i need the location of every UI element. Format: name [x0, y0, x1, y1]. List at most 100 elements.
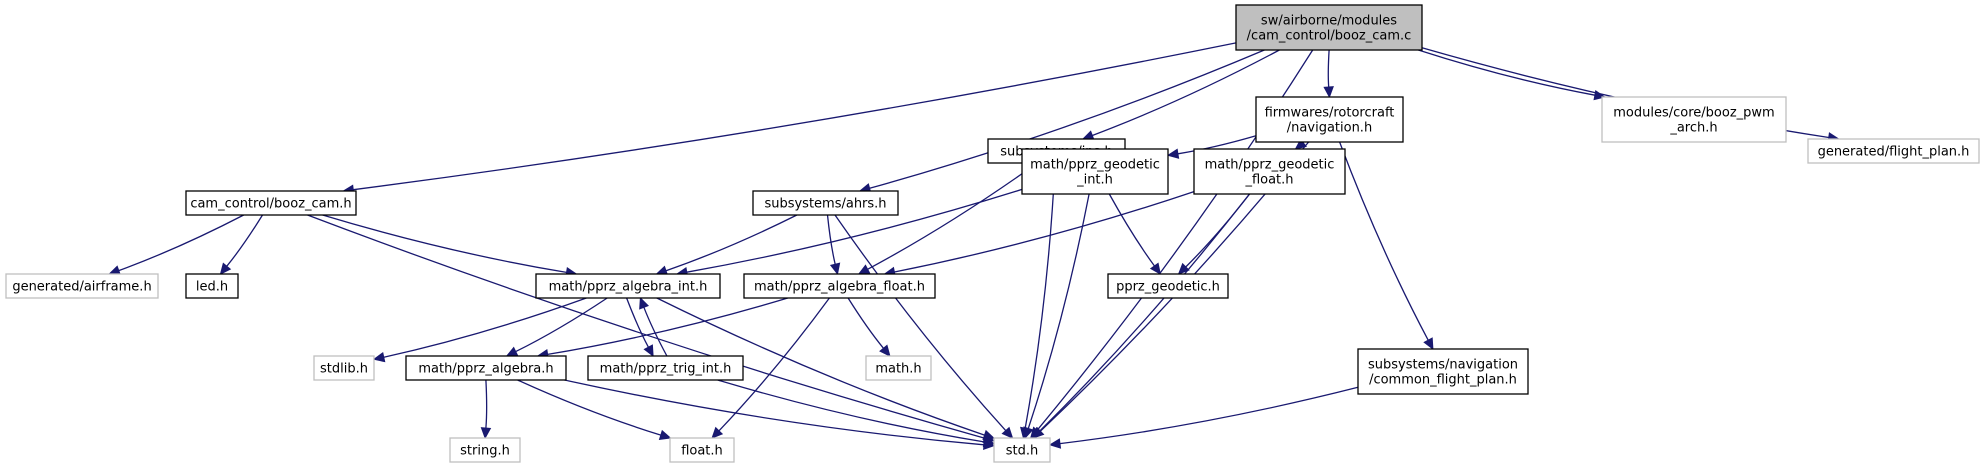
node-box	[405, 355, 567, 381]
node-label: math/pprz_algebra_float.h	[754, 280, 925, 295]
node-box	[743, 273, 936, 299]
node-box	[535, 273, 721, 299]
arrowhead-icon	[505, 346, 519, 357]
node-box	[669, 437, 735, 463]
edge-pprz_algebra_h-to-string_h	[480, 379, 492, 440]
node-pprz-geodetic-h[interactable]: pprz_geodetic.h	[1107, 273, 1229, 299]
edge-line	[1024, 162, 1056, 429]
node-label: modules/core/booz_pwm	[1613, 106, 1774, 121]
node-label: math/pprz_trig_int.h	[600, 362, 732, 377]
arrowhead-icon	[1323, 86, 1334, 99]
edge-line	[383, 297, 587, 358]
edge-line	[1327, 49, 1330, 88]
node-box	[1255, 96, 1404, 143]
node-booz-cam-c[interactable]: sw/airborne/modules/cam_control/booz_cam…	[1235, 4, 1423, 51]
arrowhead-icon	[639, 296, 649, 310]
node-common-flight-plan-h[interactable]: subsystems/navigation/common_flight_plan…	[1357, 348, 1529, 395]
edge-ahrs_h-to-std_h	[834, 214, 1014, 439]
arrowhead-icon	[1294, 138, 1307, 150]
node-label: subsystems/ahrs.h	[764, 197, 886, 212]
node-ahrs-h[interactable]: subsystems/ahrs.h	[752, 190, 899, 216]
edge-line	[1338, 141, 1429, 341]
edge-line	[643, 307, 668, 357]
edge-line	[717, 379, 985, 443]
edge-navigation_h-to-pprz_geodetic_int_h	[1166, 135, 1257, 159]
node-box	[1601, 96, 1787, 143]
edge-line	[517, 379, 661, 436]
node-box	[752, 190, 899, 216]
edge-line	[515, 297, 608, 353]
node-box	[587, 355, 744, 381]
node-box	[1807, 138, 1980, 164]
arrowhead-icon	[1031, 426, 1044, 439]
edge-booz_cam_h-to-led_h	[219, 214, 264, 275]
node-pprz-trig-int-h[interactable]: math/pprz_trig_int.h	[587, 355, 744, 381]
node-label: firmwares/rotorcraft	[1265, 106, 1395, 121]
node-label: math/pprz_algebra.h	[418, 362, 553, 377]
node-math-h: math.h	[865, 355, 932, 381]
edge-line	[1039, 193, 1251, 432]
arrowhead-icon	[372, 351, 386, 363]
edge-line	[625, 297, 649, 348]
edge-pprz_algebra_float_h-to-math_h	[847, 297, 891, 357]
arrowhead-icon	[219, 262, 232, 275]
edge-navigation_h-to-common_flight_plan_h	[1338, 141, 1434, 351]
node-label: cam_control/booz_cam.h	[190, 197, 351, 212]
node-pprz-algebra-float-h[interactable]: math/pprz_algebra_float.h	[743, 273, 936, 299]
node-box	[5, 273, 159, 299]
node-pprz-geodetic-int-h[interactable]: math/pprz_geodetic_int.h	[1021, 148, 1169, 195]
edge-line	[1177, 135, 1257, 155]
edge-line	[847, 297, 885, 349]
edge-pprz_algebra_float_h-to-float_h	[711, 297, 830, 439]
node-label: subsystems/navigation	[1368, 358, 1518, 373]
edge-common_flight_plan_h-to-std_h	[1048, 386, 1359, 449]
node-box	[1193, 148, 1346, 195]
node-booz-cam-h[interactable]: cam_control/booz_cam.h	[185, 190, 357, 216]
arrowhead-icon	[1023, 426, 1034, 440]
edge-line	[1108, 193, 1155, 267]
node-led-h[interactable]: led.h	[185, 273, 239, 299]
edge-line	[826, 214, 836, 265]
edge-line	[834, 214, 1007, 432]
node-box	[449, 437, 521, 463]
node-label: math/pprz_algebra_int.h	[549, 280, 708, 295]
edge-line	[1418, 49, 1596, 96]
arrowhead-icon	[879, 344, 891, 357]
edge-line	[867, 162, 1038, 270]
node-box	[313, 355, 375, 381]
node-pprz-geodetic-float-h[interactable]: math/pprz_geodetic_float.h	[1193, 148, 1346, 195]
edge-line	[564, 379, 985, 446]
edge-pprz_trig_int_h-to-pprz_algebra_int_h	[639, 296, 668, 357]
edge-line	[307, 214, 985, 439]
edge-ins_h-to-pprz_algebra_float_h	[857, 162, 1038, 275]
arrowhead-icon	[1177, 262, 1190, 275]
edge-pprz_algebra_int_h-to-pprz_trig_int_h	[625, 297, 654, 358]
node-pprz-algebra-int-h[interactable]: math/pprz_algebra_int.h	[535, 273, 721, 299]
edge-line	[1092, 49, 1280, 137]
edge-pprz_algebra_int_h-to-pprz_algebra_h	[505, 297, 608, 357]
arrowhead-icon	[1423, 337, 1434, 351]
node-navigation-h[interactable]: firmwares/rotorcraft/navigation.h	[1255, 96, 1404, 143]
node-std-h: std.h	[993, 437, 1051, 463]
edge-pprz_geodetic_float_h-to-std_h	[1031, 193, 1251, 439]
node-box	[185, 190, 357, 216]
edge-line	[1027, 193, 1090, 429]
edge-line	[322, 214, 567, 274]
node-label: math/pprz_geodetic	[1205, 158, 1335, 173]
node-box	[993, 437, 1051, 463]
node-pprz-algebra-h[interactable]: math/pprz_algebra.h	[405, 355, 567, 381]
edge-pprz_geodetic_float_h-to-pprz_algebra_float_h	[883, 190, 1195, 278]
arrowhead-icon	[480, 427, 492, 440]
arrowhead-icon	[1166, 148, 1180, 159]
edge-booz_cam_c-to-booz_pwm_arch_h	[1418, 49, 1606, 101]
edge-pprz_trig_int_h-to-std_h	[717, 379, 996, 448]
edge-line	[686, 188, 1023, 273]
node-label: math/pprz_geodetic	[1030, 158, 1160, 173]
arrowhead-icon	[658, 429, 672, 440]
edge-booz_cam_h-to-std_h	[307, 214, 996, 444]
edge-line	[226, 214, 264, 267]
edge-line	[656, 297, 985, 436]
node-label: /navigation.h	[1287, 121, 1372, 136]
edge-line	[547, 297, 788, 356]
